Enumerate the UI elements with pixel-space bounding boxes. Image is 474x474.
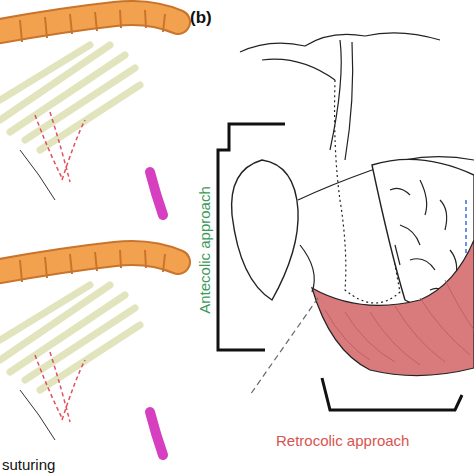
panel-caption: suturing (2, 457, 55, 472)
duodenum-edge (300, 245, 314, 292)
antecolic-bracket (218, 124, 285, 350)
approach-label: Retrocolic approach (276, 433, 409, 448)
panel-letter: (b) (190, 9, 212, 26)
upper-left-panel (0, 10, 178, 215)
approach-label: Antecolic approach (197, 186, 212, 314)
retrocolic-region (312, 240, 474, 376)
mucosal-folds (390, 180, 457, 295)
region-hatching (325, 280, 474, 365)
plane-line (250, 298, 318, 395)
duct-lines (262, 40, 341, 150)
retrocolic-bracket (322, 378, 462, 410)
gallbladder (232, 160, 299, 300)
lower-left-panel (0, 250, 178, 455)
duct-lines (345, 42, 353, 160)
